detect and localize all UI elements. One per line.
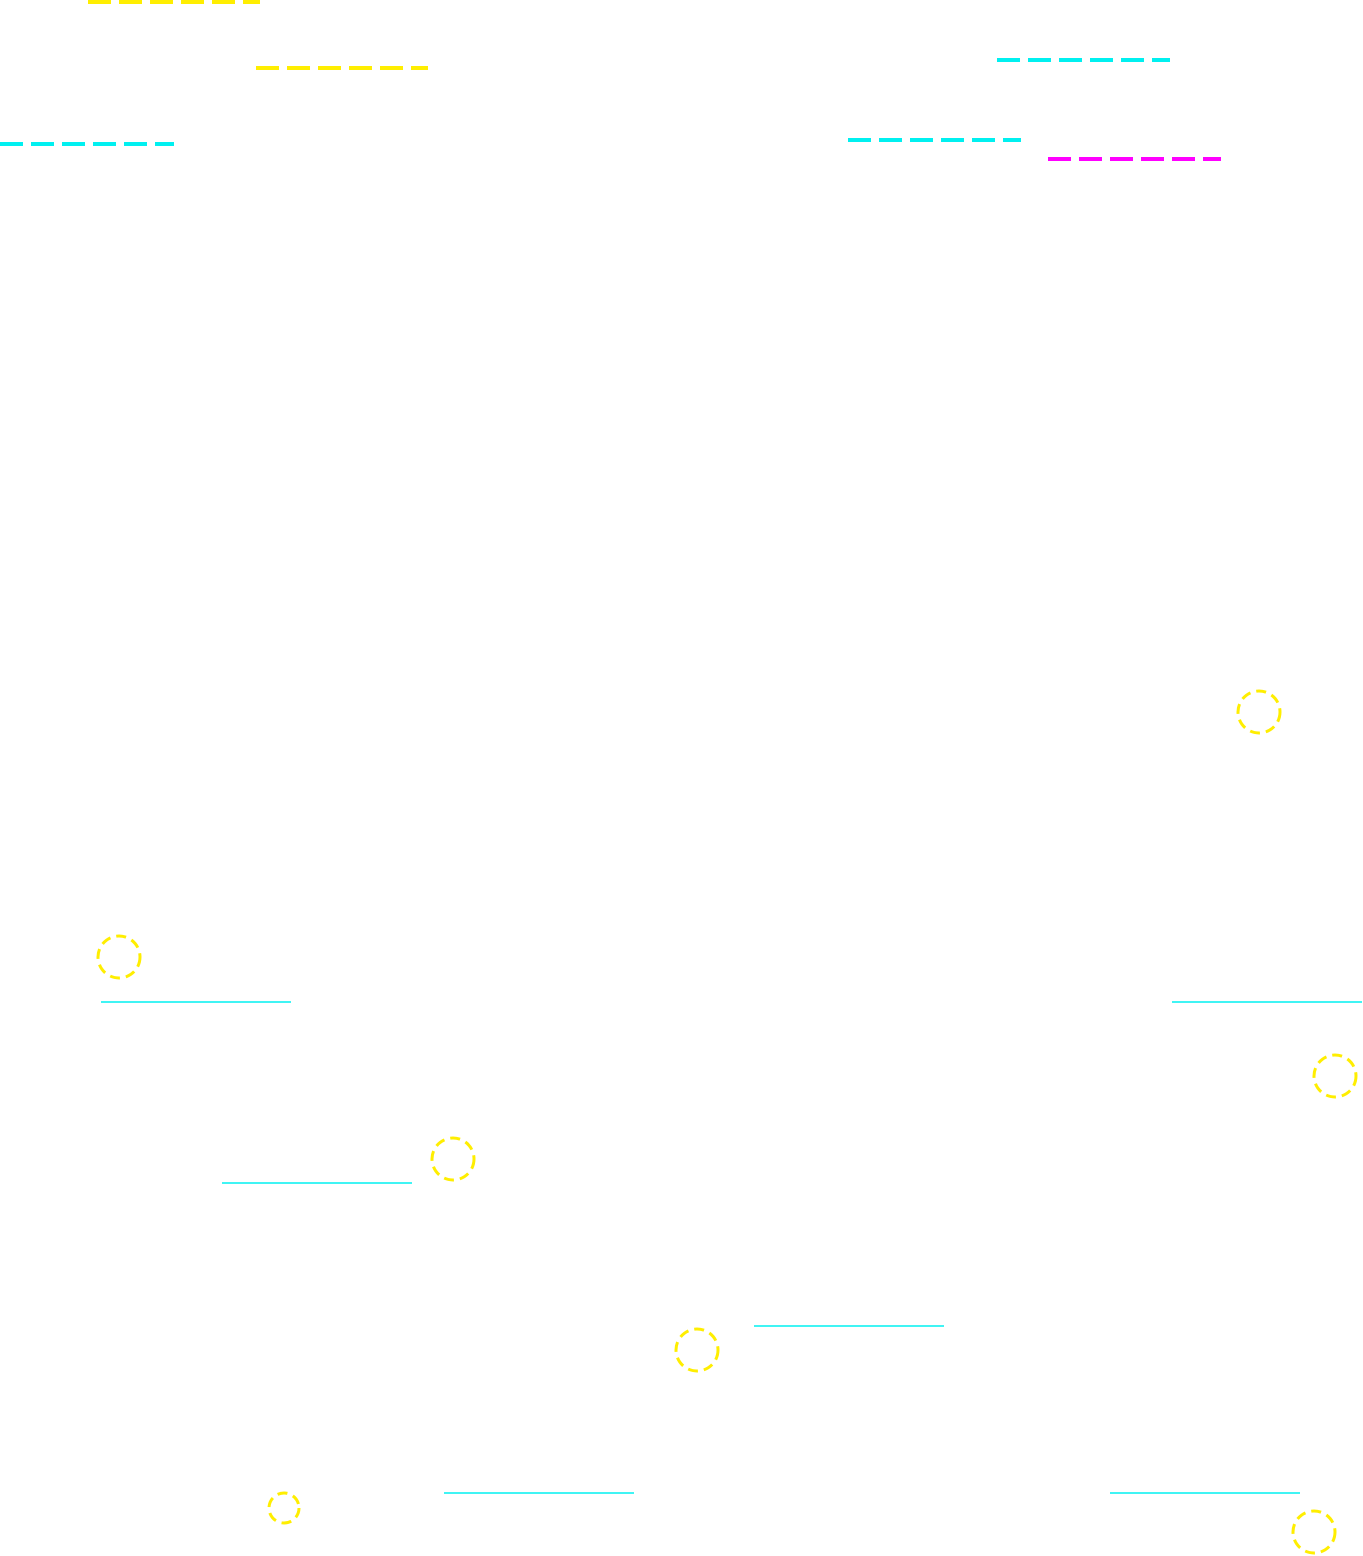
yellow-dashed-circle-7 [1291,1509,1337,1555]
yellow-dashed-circle-5 [674,1327,720,1373]
yellow-dashed-circle-4 [430,1136,476,1182]
yellow-dashed-circle-1 [1236,689,1282,735]
yellow-dashed-circle-2 [96,934,142,980]
yellow-dashed-circle-3 [1312,1053,1358,1099]
yellow-dashed-circle-6 [267,1491,301,1525]
